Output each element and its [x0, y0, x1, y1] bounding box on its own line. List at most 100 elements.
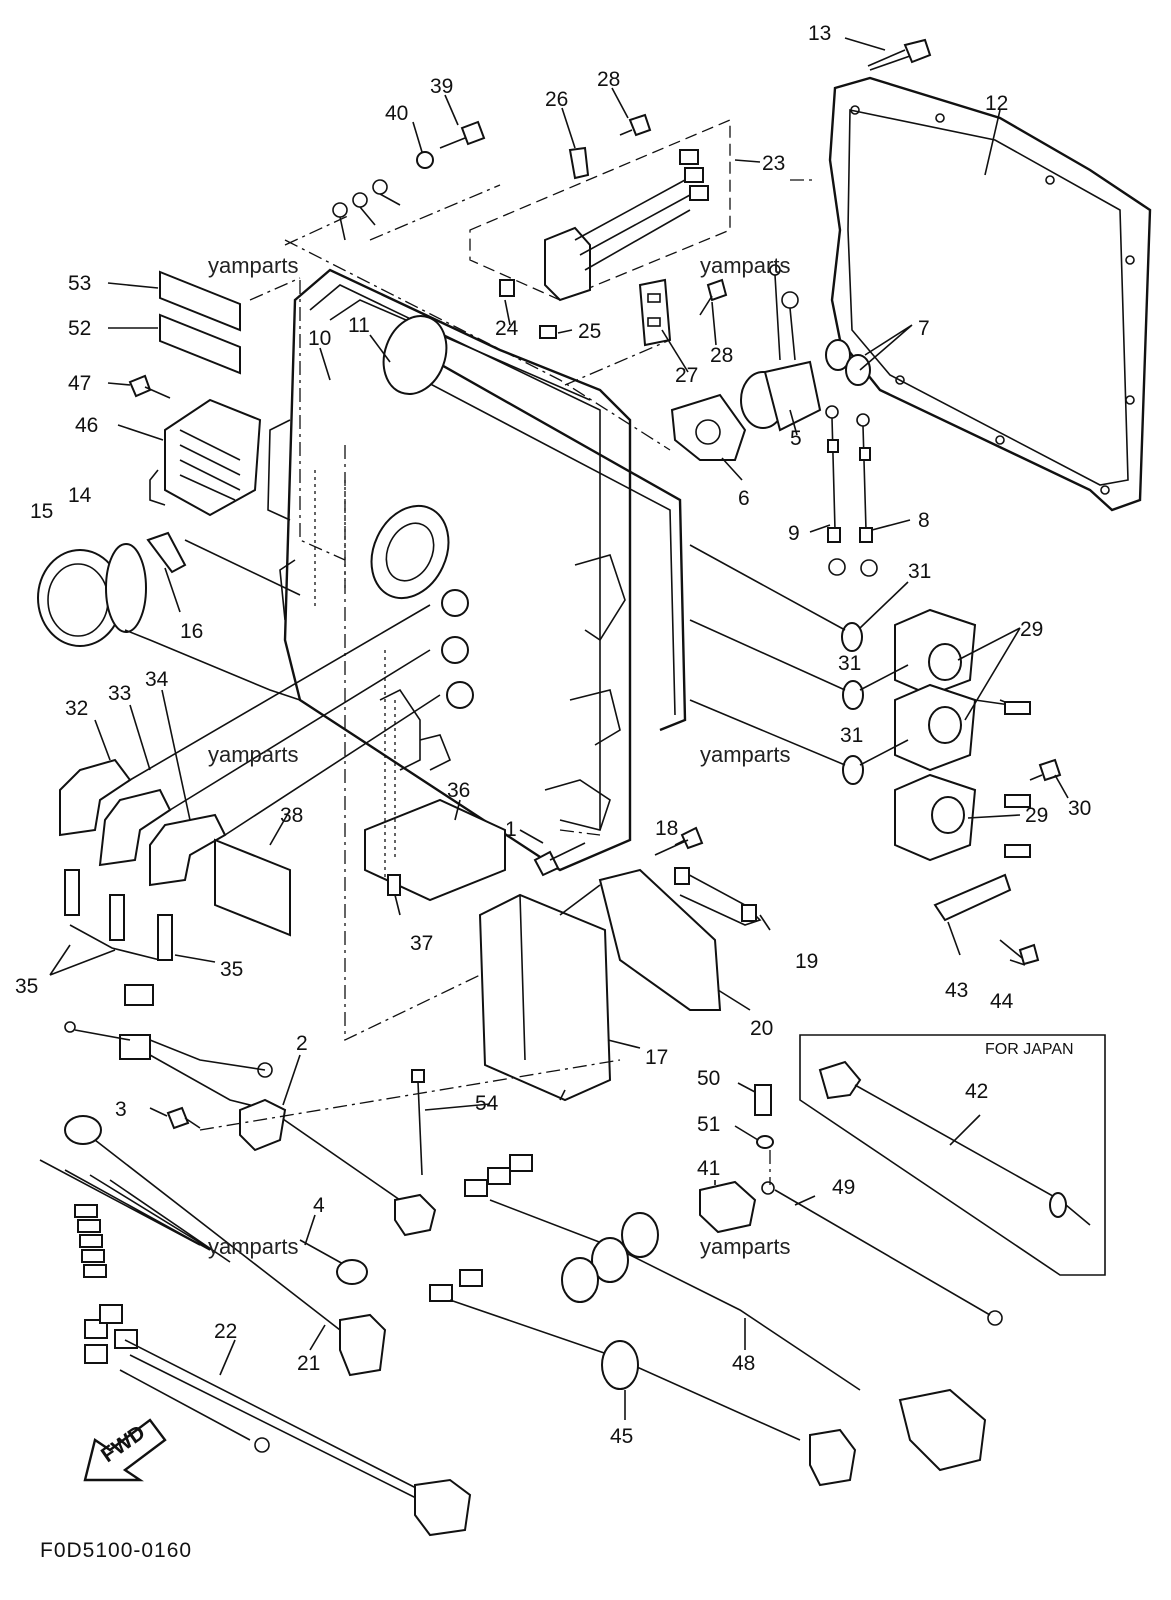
callout-7: 7 — [918, 317, 930, 340]
callout-49: 49 — [832, 1176, 855, 1199]
callout-5: 5 — [790, 427, 802, 450]
screw-28b — [699, 278, 728, 316]
callout-35b: 35 — [220, 958, 243, 981]
screw-3 — [166, 1106, 201, 1130]
spark-plugs-35 — [64, 869, 173, 961]
rectifier-46 — [149, 398, 262, 517]
leads-8-9 — [825, 405, 878, 577]
callout-4: 4 — [313, 1194, 325, 1217]
holder-38 — [214, 838, 291, 937]
harness-21 — [39, 1115, 387, 1377]
callout-27: 27 — [675, 364, 698, 387]
connector-41 — [699, 1180, 757, 1234]
callout-26: 26 — [545, 88, 568, 111]
callout-9: 9 — [788, 522, 800, 545]
bolt-44 — [999, 939, 1040, 966]
bolt-18 — [654, 826, 704, 856]
callout-46: 46 — [75, 414, 98, 437]
lead-terminals-40 — [332, 151, 434, 241]
callout-53: 53 — [68, 272, 91, 295]
callout-38: 38 — [280, 804, 303, 827]
bolt-50 — [754, 1084, 772, 1116]
harness-22 — [84, 1304, 472, 1537]
callout-31a: 31 — [908, 560, 931, 583]
callout-33: 33 — [108, 682, 131, 705]
callout-25: 25 — [578, 320, 601, 343]
callout-14: 14 — [68, 484, 92, 507]
callout-6: 6 — [738, 487, 750, 510]
cdi-unit-17 — [478, 893, 612, 1102]
callout-28a: 28 — [597, 68, 620, 91]
callout-3: 3 — [115, 1098, 127, 1121]
watermark: yamparts — [208, 253, 298, 278]
relay-assy-23 — [469, 119, 731, 339]
callout-50: 50 — [697, 1067, 720, 1090]
boots-7 — [825, 339, 871, 386]
holder-6 — [670, 393, 747, 461]
bracket-20 — [598, 868, 722, 1011]
watermark: yamparts — [700, 253, 790, 278]
callout-19: 19 — [795, 950, 818, 973]
callout-35a: 35 — [15, 975, 38, 998]
plug-caps — [59, 604, 441, 887]
callout-39: 39 — [430, 75, 453, 98]
harness-45 — [429, 1269, 857, 1487]
callout-28b: 28 — [710, 344, 733, 367]
gasket-12 — [828, 76, 1152, 512]
watermark: yamparts — [700, 1234, 790, 1259]
callout-11: 11 — [348, 314, 370, 337]
callout-24: 24 — [495, 317, 519, 340]
callout-31b: 31 — [838, 652, 861, 675]
watermark: yamparts — [208, 1234, 298, 1259]
fwd-label: FWD — [97, 1421, 149, 1467]
callout-2: 2 — [296, 1032, 308, 1055]
callout-47: 47 — [68, 372, 91, 395]
callout-32: 32 — [65, 697, 88, 720]
bolt-1 — [533, 842, 586, 877]
callout-45: 45 — [610, 1425, 633, 1448]
callout-41: 41 — [697, 1157, 720, 1180]
callout-16: 16 — [180, 620, 203, 643]
callout-22: 22 — [214, 1320, 237, 1343]
callout-13: 13 — [808, 22, 831, 45]
fwd-arrow — [83, 1418, 167, 1482]
callout-52: 52 — [68, 317, 91, 340]
callout-34: 34 — [145, 668, 169, 691]
ignition-coils-29 — [689, 544, 1031, 862]
callout-31c: 31 — [840, 724, 863, 747]
watermark: yamparts — [700, 742, 790, 767]
callout-1: 1 — [505, 818, 517, 841]
bolt-47 — [128, 374, 171, 399]
callout-40: 40 — [385, 102, 408, 125]
callout-12: 12 — [985, 92, 1008, 115]
callout-36: 36 — [447, 779, 470, 802]
callout-numbers: 13 12 39 40 28 26 23 53 52 47 46 10 11 2… — [15, 22, 1091, 1448]
washer-51 — [756, 1135, 774, 1149]
leader-lines — [49, 37, 1069, 1420]
callout-43: 43 — [945, 979, 968, 1002]
harness-48 — [464, 1154, 987, 1472]
tie-54 — [411, 1069, 425, 1176]
clip-16 — [146, 531, 187, 574]
callout-18: 18 — [655, 817, 678, 840]
assembly-lines — [124, 179, 815, 1185]
screw-13 — [867, 38, 932, 71]
callout-15: 15 — [30, 500, 53, 523]
callout-10: 10 — [308, 327, 331, 350]
plate-43 — [933, 873, 1012, 922]
electrical-box — [267, 268, 687, 872]
callout-42: 42 — [965, 1080, 988, 1103]
callout-23: 23 — [762, 152, 785, 175]
callout-30: 30 — [1068, 797, 1091, 820]
tube-4 — [299, 1239, 368, 1285]
callout-20: 20 — [750, 1017, 773, 1040]
callout-44: 44 — [990, 990, 1014, 1013]
lead-49 — [761, 1181, 1003, 1326]
screw-28a — [619, 113, 652, 137]
plate-36 — [364, 798, 506, 902]
bolt-39 — [439, 120, 486, 149]
callout-8: 8 — [918, 509, 930, 532]
for-japan-box — [799, 1034, 1106, 1276]
label-plates — [159, 270, 241, 375]
